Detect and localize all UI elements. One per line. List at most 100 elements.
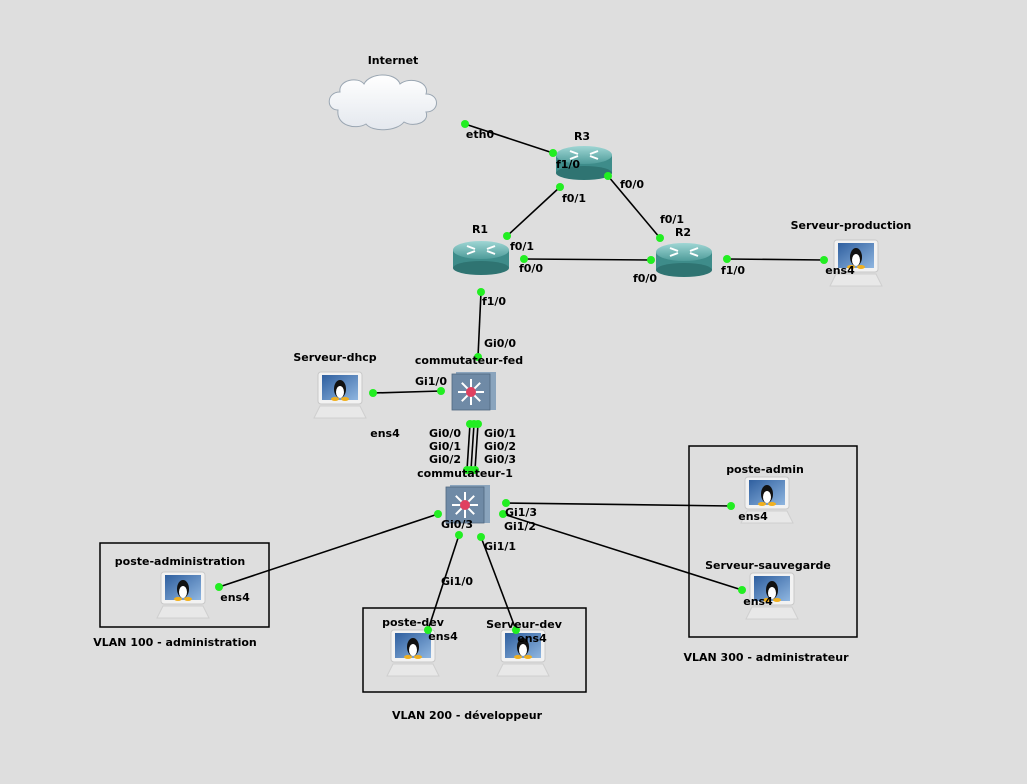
link-status-dot <box>215 583 223 591</box>
link-status-dot <box>434 510 442 518</box>
link-status-dot <box>474 353 482 361</box>
interface-label: Gi0/0 <box>429 427 461 440</box>
link-internet-r3[interactable] <box>464 123 554 154</box>
node-pdev[interactable] <box>386 629 440 677</box>
link-com1-sauv[interactable] <box>502 513 743 591</box>
interface-label: f0/1 <box>562 192 586 205</box>
interface-label: ens4 <box>825 264 855 277</box>
node-label: Serveur-sauvegarde <box>705 559 831 572</box>
node-padministration[interactable] <box>156 571 210 619</box>
link-status-dot <box>477 533 485 541</box>
node-label: commutateur-fed <box>415 354 523 367</box>
interface-label: Gi0/3 <box>484 453 516 466</box>
node-label: Internet <box>368 54 419 67</box>
node-srvprod[interactable] <box>829 239 883 287</box>
node-label: poste-admin <box>726 463 804 476</box>
link-status-dot <box>502 499 510 507</box>
interface-label: Gi1/3 <box>505 506 537 519</box>
router-icon <box>656 243 712 277</box>
interface-label: ens4 <box>220 591 250 604</box>
linux-host-icon <box>313 371 367 419</box>
switch-icon <box>451 372 496 411</box>
node-com1[interactable] <box>445 485 490 524</box>
link-r1-r2[interactable] <box>523 258 652 261</box>
link-status-dot <box>512 626 520 634</box>
link-fed-dhcp[interactable] <box>372 390 442 394</box>
node-label: poste-administration <box>115 555 245 568</box>
link-status-dot <box>604 172 612 180</box>
link-status-dot <box>503 232 511 240</box>
vlan-label: VLAN 100 - administration <box>93 636 256 649</box>
node-r1[interactable] <box>453 241 509 275</box>
link-r3-r2[interactable] <box>607 175 661 239</box>
node-label: poste-dev <box>382 616 445 629</box>
interface-label: Gi1/0 <box>415 375 447 388</box>
linux-host-icon <box>740 476 794 524</box>
cloud-icon <box>328 74 437 131</box>
linux-host-icon <box>496 629 550 677</box>
node-internet[interactable] <box>328 74 437 131</box>
node-r2[interactable] <box>656 243 712 277</box>
interface-label: Gi0/2 <box>429 453 461 466</box>
link-r2-srvprod[interactable] <box>726 258 825 261</box>
interface-label: f1/0 <box>482 295 506 308</box>
linux-host-icon <box>386 629 440 677</box>
node-label: R2 <box>675 226 691 239</box>
link-status-dot <box>369 389 377 397</box>
link-com1-pdev[interactable] <box>427 534 460 631</box>
link-status-dot <box>455 531 463 539</box>
link-r1-fed[interactable] <box>477 291 482 358</box>
node-label: Serveur-dhcp <box>293 351 376 364</box>
node-sauv[interactable] <box>745 572 799 620</box>
interface-label: Gi0/3 <box>441 518 473 531</box>
interface-label: ens4 <box>738 510 768 523</box>
node-sdev[interactable] <box>496 629 550 677</box>
link-status-dot <box>437 387 445 395</box>
node-label: Serveur-production <box>791 219 912 232</box>
linux-host-icon <box>745 572 799 620</box>
router-icon <box>556 146 612 180</box>
link-fed-com1[interactable] <box>474 423 479 471</box>
router-icon <box>453 241 509 275</box>
node-label: R1 <box>472 223 488 236</box>
node-r3[interactable] <box>556 146 612 180</box>
interface-label: Gi0/1 <box>429 440 461 453</box>
node-label: R3 <box>574 130 590 143</box>
node-padmin[interactable] <box>740 476 794 524</box>
interface-label: ens4 <box>370 427 400 440</box>
link-status-dot <box>477 288 485 296</box>
linux-host-icon <box>156 571 210 619</box>
interface-label: Gi0/2 <box>484 440 516 453</box>
link-status-dot <box>499 510 507 518</box>
switch-icon <box>445 485 490 524</box>
link-com1-padmin[interactable] <box>505 502 732 507</box>
link-com1-padministration[interactable] <box>218 513 439 588</box>
interface-label: ens4 <box>517 632 547 645</box>
link-fed-com1[interactable] <box>466 423 471 471</box>
vlan-box-v200[interactable] <box>362 607 587 693</box>
node-label: Serveur-dev <box>486 618 563 631</box>
interface-label: Gi0/0 <box>484 337 516 350</box>
vlan-box-v100[interactable] <box>99 542 270 628</box>
vlan-label: VLAN 200 - développeur <box>392 709 543 722</box>
interface-label: ens4 <box>428 630 458 643</box>
node-dhcp[interactable] <box>313 371 367 419</box>
link-status-dot <box>647 256 655 264</box>
interface-label: f0/1 <box>660 213 684 226</box>
interface-label: Gi0/1 <box>484 427 516 440</box>
interface-label: f0/0 <box>620 178 644 191</box>
link-fed-com1[interactable] <box>470 423 475 471</box>
vlan-box-v300[interactable] <box>688 445 858 638</box>
link-com1-sdev[interactable] <box>480 536 517 631</box>
link-status-dot <box>723 255 731 263</box>
link-status-dot <box>471 466 479 474</box>
interface-label: f0/0 <box>633 272 657 285</box>
interface-label: ens4 <box>743 595 773 608</box>
link-status-dot <box>820 256 828 264</box>
node-fed[interactable] <box>451 372 496 411</box>
link-status-dot <box>520 255 528 263</box>
link-status-dot <box>727 502 735 510</box>
link-r3-r1[interactable] <box>506 186 561 237</box>
